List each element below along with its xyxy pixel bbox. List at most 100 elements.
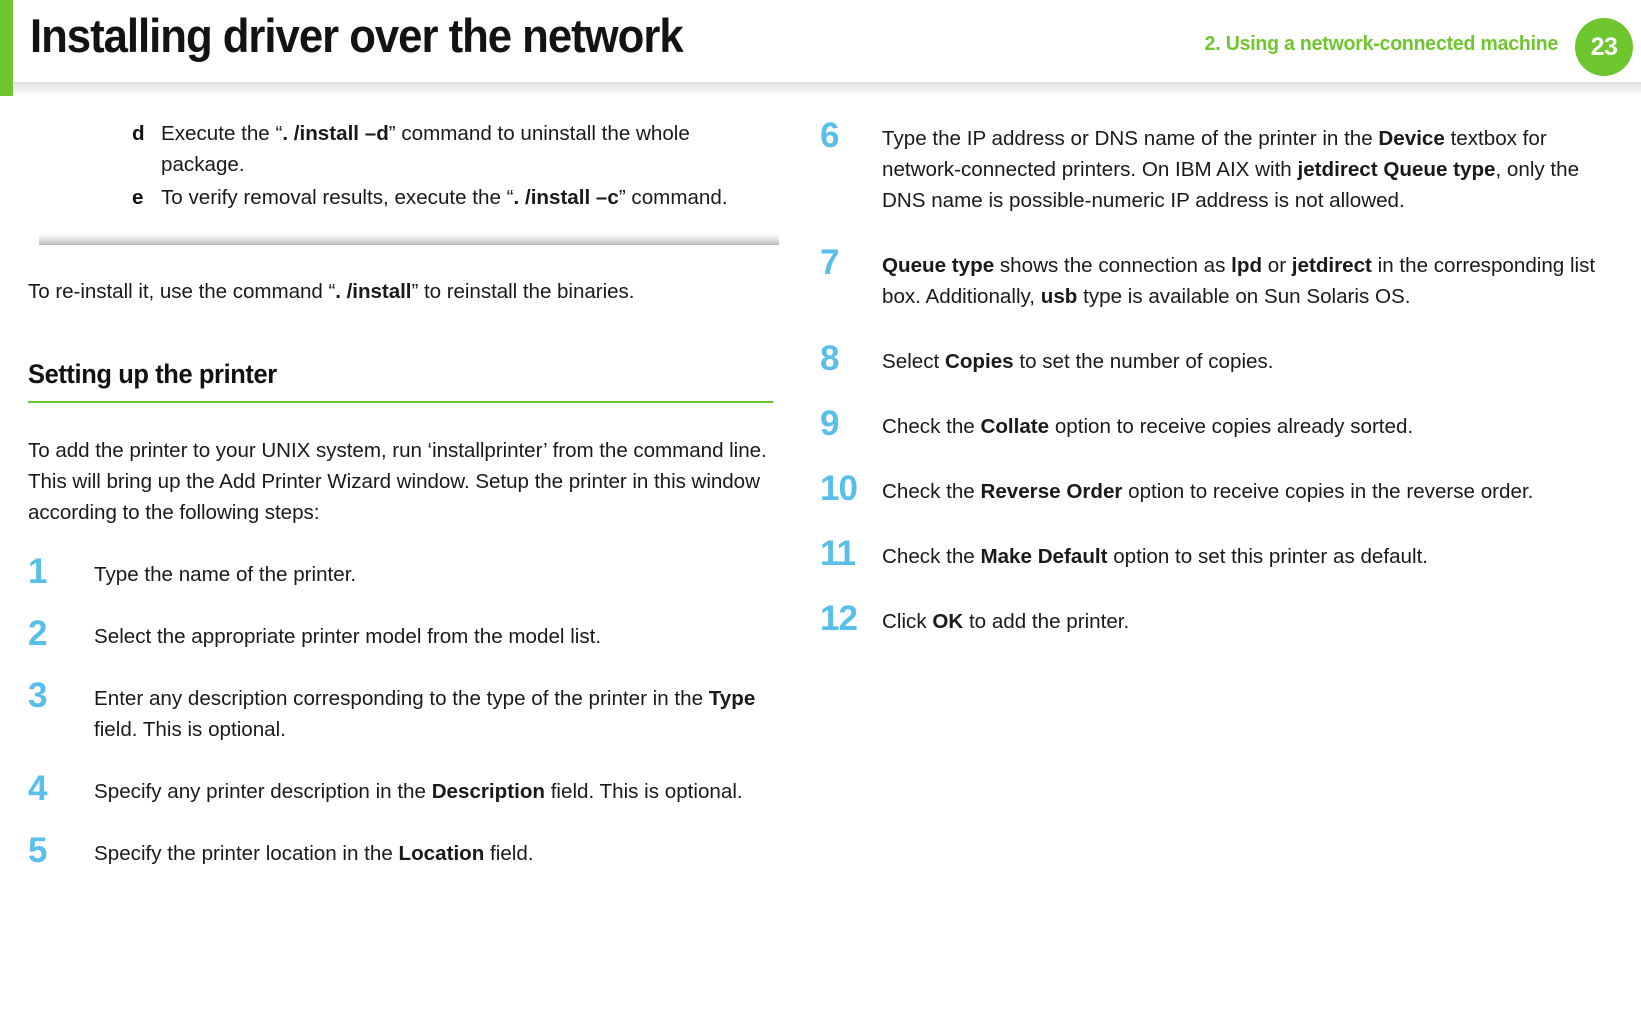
step-number: 4 xyxy=(28,768,47,808)
numbered-step: 3 Enter any description corresponding to … xyxy=(28,678,773,745)
numbered-step: 1 Type the name of the printer. xyxy=(28,554,773,590)
body-text: Click xyxy=(882,610,933,633)
page-number-badge: 23 xyxy=(1575,18,1633,76)
emphasis-text: Copies xyxy=(944,350,1014,373)
body-text: Type the IP address or DNS name of the p… xyxy=(882,127,1379,150)
emphasis-text: Description xyxy=(431,779,545,803)
body-text: ” to reinstall the binaries. xyxy=(411,280,635,303)
body-text: field. This is optional. xyxy=(544,779,743,803)
step-text: Check the Make Default option to set thi… xyxy=(882,536,1620,572)
emphasis-text: Queue type xyxy=(882,254,995,277)
body-text: type is available on Sun Solaris OS. xyxy=(1077,285,1411,308)
emphasis-text: Collate xyxy=(980,415,1050,438)
step-text: Type the name of the printer. xyxy=(94,554,773,590)
body-text: To verify removal results, execute the “ xyxy=(161,186,514,209)
body-text: in the corresponding list box. Additiona… xyxy=(882,254,1596,308)
section-heading: Setting up the printer xyxy=(28,359,277,389)
emphasis-text: . /install –d xyxy=(282,122,389,145)
step-number: 7 xyxy=(820,243,839,282)
step-number: 8 xyxy=(820,339,839,378)
emphasis-text: lpd xyxy=(1231,254,1263,277)
numbered-step: 8 Select Copies to set the number of copi… xyxy=(820,341,1620,377)
body-text: Type the name of the printer. xyxy=(94,562,357,586)
left-step-list: 1 Type the name of the printer. 2 Select th… xyxy=(28,554,773,869)
numbered-step: 9 Check the Collate option to receive cop… xyxy=(820,406,1620,442)
gradient-divider xyxy=(39,234,779,245)
emphasis-text: . /install –c xyxy=(513,186,619,209)
step-number: 3 xyxy=(28,675,47,715)
step-number: 2 xyxy=(28,613,47,653)
right-column: 6 Type the IP address or DNS name of the … xyxy=(820,118,1620,666)
body-text: ” command. xyxy=(618,186,728,209)
body-text: Check the xyxy=(882,545,981,568)
step-number: 1 xyxy=(28,551,47,591)
body-text: textbox for network-connected printers. … xyxy=(882,127,1547,181)
step-text: Click OK to add the printer. xyxy=(882,601,1620,637)
intro-paragraph: To add the printer to your UNIX system, … xyxy=(28,435,773,528)
numbered-step: 6 Type the IP address or DNS name of the … xyxy=(820,118,1620,216)
right-step-list: 6 Type the IP address or DNS name of the … xyxy=(820,118,1620,637)
emphasis-text: OK xyxy=(932,610,964,633)
chapter-breadcrumb: 2. Using a network-connected machine xyxy=(1204,32,1558,55)
body-text: Select xyxy=(882,350,945,373)
step-text: Select the appropriate printer model fro… xyxy=(94,616,773,652)
step-text: Specify the printer location in the Loca… xyxy=(94,833,773,869)
numbered-step: 7 Queue type shows the connection as lpd … xyxy=(820,245,1620,312)
emphasis-text: Type xyxy=(708,686,756,710)
step-number: 9 xyxy=(820,404,839,443)
emphasis-text: usb xyxy=(1040,285,1078,308)
body-text: field. This is optional. xyxy=(94,717,286,741)
substep-marker: e xyxy=(132,186,144,209)
body-text: Select the appropriate printer model fro… xyxy=(94,624,602,648)
body-text: field. xyxy=(484,841,534,865)
step-number: 6 xyxy=(820,116,839,155)
step-text: Select Copies to set the number of copie… xyxy=(882,341,1620,377)
section-heading-rule xyxy=(28,401,773,403)
body-text: to add the printer. xyxy=(963,610,1130,633)
page-header: Installing driver over the network 2. Us… xyxy=(0,0,1641,96)
body-text: To re-install it, use the command “ xyxy=(28,280,336,303)
body-text: option to receive copies already sorted. xyxy=(1049,415,1414,438)
body-text: To add the printer to your UNIX system, … xyxy=(28,438,767,524)
emphasis-text: jetdirect xyxy=(1291,254,1372,277)
substep-marker: d xyxy=(132,122,145,145)
reinstall-note: To re-install it, use the command “. /in… xyxy=(28,276,773,307)
emphasis-text: Make Default xyxy=(980,545,1108,568)
emphasis-text: . /install xyxy=(335,280,412,303)
body-text: Enter any description corresponding to t… xyxy=(94,686,709,710)
step-text: Queue type shows the connection as lpd o… xyxy=(882,245,1620,312)
step-text: Type the IP address or DNS name of the p… xyxy=(882,118,1620,216)
step-number: 11 xyxy=(820,534,856,573)
step-text: Check the Collate option to receive copi… xyxy=(882,406,1620,442)
step-number: 10 xyxy=(820,469,858,508)
emphasis-text: jetdirect Queue type xyxy=(1297,158,1496,181)
body-text: option to receive copies in the reverse … xyxy=(1122,480,1534,503)
emphasis-text: Location xyxy=(398,841,485,865)
body-text: Check the xyxy=(882,415,981,438)
body-text: or xyxy=(1262,254,1292,277)
numbered-step: 2 Select the appropriate printer model fr… xyxy=(28,616,773,652)
emphasis-text: Device xyxy=(1378,127,1445,150)
numbered-step: 11 Check the Make Default option to set t… xyxy=(820,536,1620,572)
body-text: , only the DNS name is possible-numeric … xyxy=(882,158,1580,212)
numbered-step: 12 Click OK to add the printer. xyxy=(820,601,1620,637)
step-number: 12 xyxy=(820,599,858,638)
body-text: option to set this printer as default. xyxy=(1107,545,1429,568)
substep-text: To verify removal results, execute the “… xyxy=(161,182,773,213)
step-text: Enter any description corresponding to t… xyxy=(94,678,773,745)
body-text: shows the connection as xyxy=(994,254,1232,277)
numbered-step: 10 Check the Reverse Order option to rece… xyxy=(820,471,1620,507)
body-text: Specify the printer location in the xyxy=(94,841,399,865)
step-text: Check the Reverse Order option to receiv… xyxy=(882,471,1620,507)
numbered-step: 4 Specify any printer description in the … xyxy=(28,771,773,807)
body-text: ” command to uninstall the whole package… xyxy=(161,122,690,176)
header-accent-bar xyxy=(0,0,13,96)
body-text: Specify any printer description in the xyxy=(94,779,432,803)
header-shadow-divider xyxy=(13,82,1641,96)
lettered-substep: e To verify removal results, execute the … xyxy=(132,182,773,213)
step-text: Specify any printer description in the D… xyxy=(94,771,773,807)
